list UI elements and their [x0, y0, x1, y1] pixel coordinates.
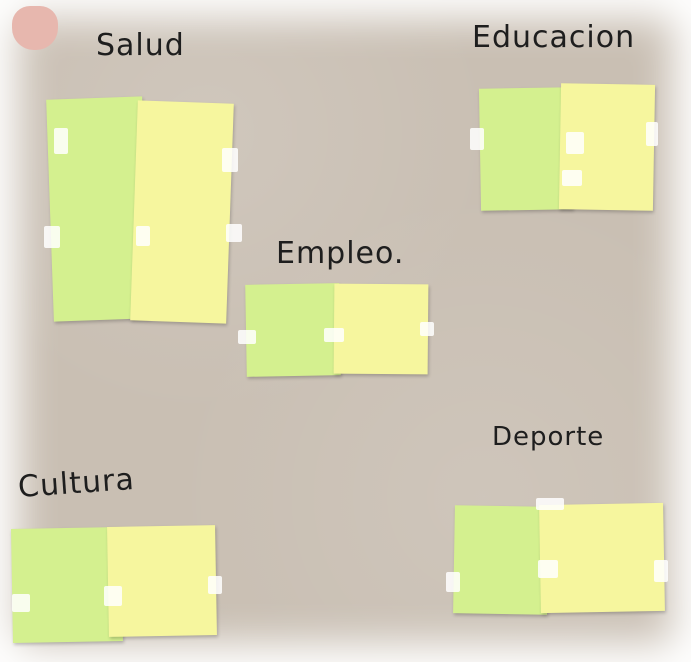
sticky-note-empleo-yellow — [333, 283, 429, 375]
heading-deporte: Deporte — [492, 422, 605, 452]
tape — [470, 128, 484, 150]
tape — [420, 322, 434, 336]
tape — [104, 586, 122, 606]
heading-salud: Salud — [96, 28, 185, 63]
sticky-note-text — [479, 87, 571, 97]
sticky-note-text — [46, 96, 142, 107]
tape — [226, 224, 242, 242]
tape — [646, 122, 658, 146]
tape — [538, 560, 558, 578]
tape — [562, 170, 582, 186]
tape — [536, 498, 564, 510]
sticky-note-cultura-yellow — [107, 525, 217, 637]
sticky-note-deporte-green — [453, 505, 549, 615]
finger — [12, 6, 58, 50]
heading-empleo: Empleo. — [276, 236, 405, 271]
heading-educacion: Educacion — [472, 20, 636, 55]
sticky-note-salud-yellow — [130, 100, 234, 324]
sticky-note-text — [245, 283, 339, 293]
sticky-note-text — [561, 83, 655, 93]
tape — [12, 594, 30, 612]
sticky-note-text — [334, 284, 428, 293]
tape — [238, 330, 256, 344]
heading-cultura: Cultura — [16, 461, 136, 506]
tape — [44, 226, 60, 248]
tape — [136, 226, 150, 246]
tape — [566, 132, 584, 154]
sticky-note-text — [138, 100, 234, 111]
sticky-note-text — [455, 505, 549, 515]
sticky-note-text — [107, 525, 215, 535]
sticky-note-text — [11, 527, 121, 537]
tape — [446, 572, 460, 592]
tape — [54, 128, 68, 154]
tape — [222, 148, 238, 172]
sticky-note-cultura-green — [11, 527, 123, 643]
sticky-note-deporte-yellow — [539, 502, 665, 614]
tape — [208, 576, 222, 594]
tape — [654, 560, 668, 582]
tape — [324, 328, 344, 342]
